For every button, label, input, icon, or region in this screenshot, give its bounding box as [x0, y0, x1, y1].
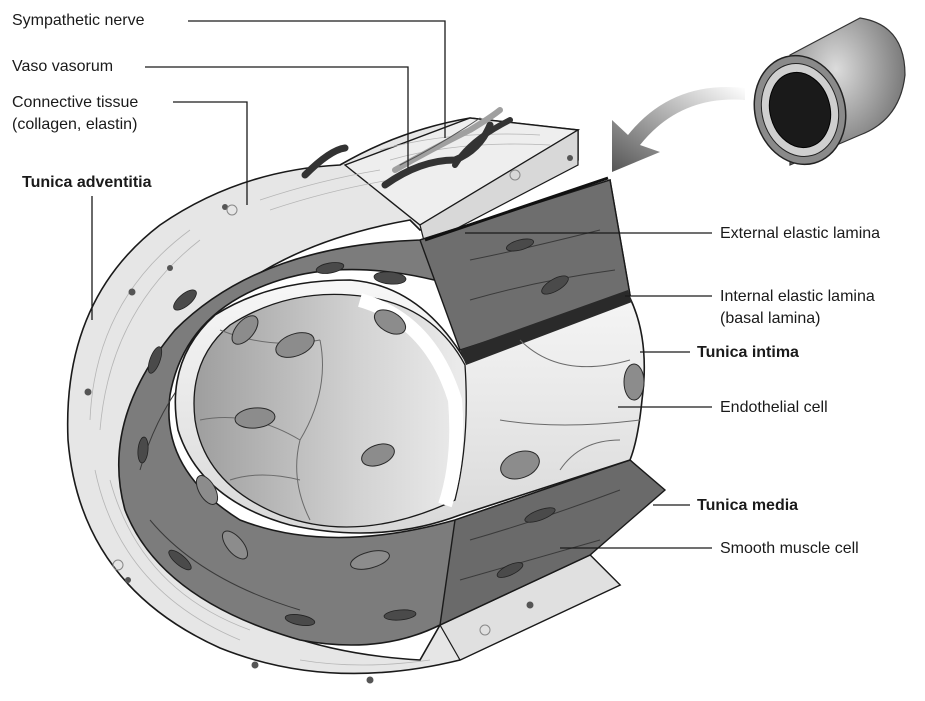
label-basal-lamina: (basal lamina)	[720, 309, 820, 328]
label-vaso-vasorum: Vaso vasorum	[12, 57, 113, 76]
label-external-elastic-lamina: External elastic lamina	[720, 224, 880, 243]
label-sympathetic-nerve: Sympathetic nerve	[12, 11, 145, 30]
label-smooth-muscle-cell: Smooth muscle cell	[720, 539, 859, 558]
curved-arrow-icon	[612, 87, 745, 172]
label-connective-tissue-detail: (collagen, elastin)	[12, 115, 137, 134]
label-connective-tissue: Connective tissue	[12, 93, 138, 112]
label-internal-elastic-lamina: Internal elastic lamina	[720, 287, 875, 306]
label-tunica-media: Tunica media	[697, 496, 798, 515]
label-endothelial-cell: Endothelial cell	[720, 398, 828, 417]
label-tunica-intima: Tunica intima	[697, 343, 799, 362]
label-tunica-adventitia: Tunica adventitia	[22, 173, 152, 192]
vessel-thumbnail	[742, 18, 905, 175]
